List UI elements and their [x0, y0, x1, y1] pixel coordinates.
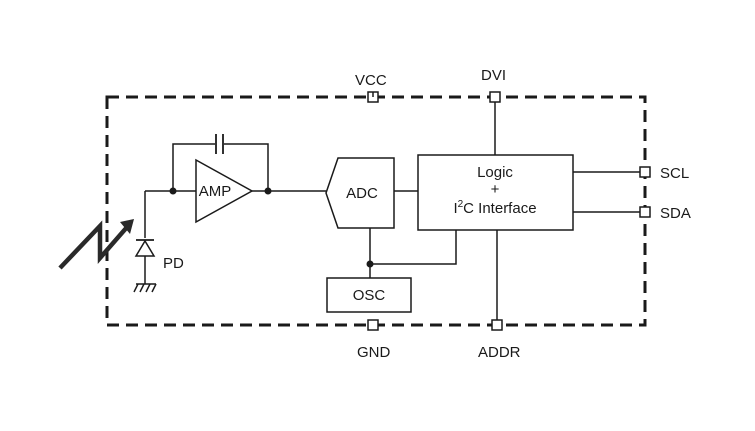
- dvi-pin: [489, 91, 501, 103]
- light-arrow-icon: [58, 219, 134, 270]
- osc-block: [326, 277, 412, 313]
- logic-plus: +: [491, 181, 500, 198]
- dvi-label: DVI: [481, 67, 506, 84]
- i2c-interface-label: I2C Interface: [453, 199, 536, 217]
- logic-block: [417, 154, 574, 231]
- sda-label: SDA: [660, 205, 691, 222]
- junction-dot: [366, 260, 374, 268]
- feedback-wire: [172, 143, 215, 191]
- vcc-label: VCC: [355, 72, 387, 89]
- gnd-label: GND: [357, 344, 391, 361]
- i2c-rest: C Interface: [463, 200, 536, 217]
- gnd-pin: [367, 319, 379, 331]
- feedback-wire-right: [224, 143, 269, 191]
- sda-pin: [639, 206, 651, 218]
- amp-label: AMP: [199, 183, 232, 200]
- scl-label: SCL: [660, 165, 689, 182]
- addr-label: ADDR: [478, 344, 521, 361]
- junction-dot: [169, 187, 177, 195]
- logic-label: Logic: [477, 164, 513, 181]
- addr-pin: [491, 319, 503, 331]
- junction-dot: [264, 187, 272, 195]
- scl-pin: [639, 166, 651, 178]
- ground-icon: [133, 283, 157, 293]
- osc-label: OSC: [353, 287, 386, 304]
- i2c-sup: 2: [458, 199, 464, 210]
- i2c-i: I: [453, 200, 457, 217]
- photodiode-icon: [134, 239, 156, 257]
- adc-label: ADC: [346, 185, 378, 202]
- adc-block: [325, 157, 395, 229]
- osc-to-logic-wire: [370, 230, 457, 265]
- pd-label: PD: [163, 255, 184, 272]
